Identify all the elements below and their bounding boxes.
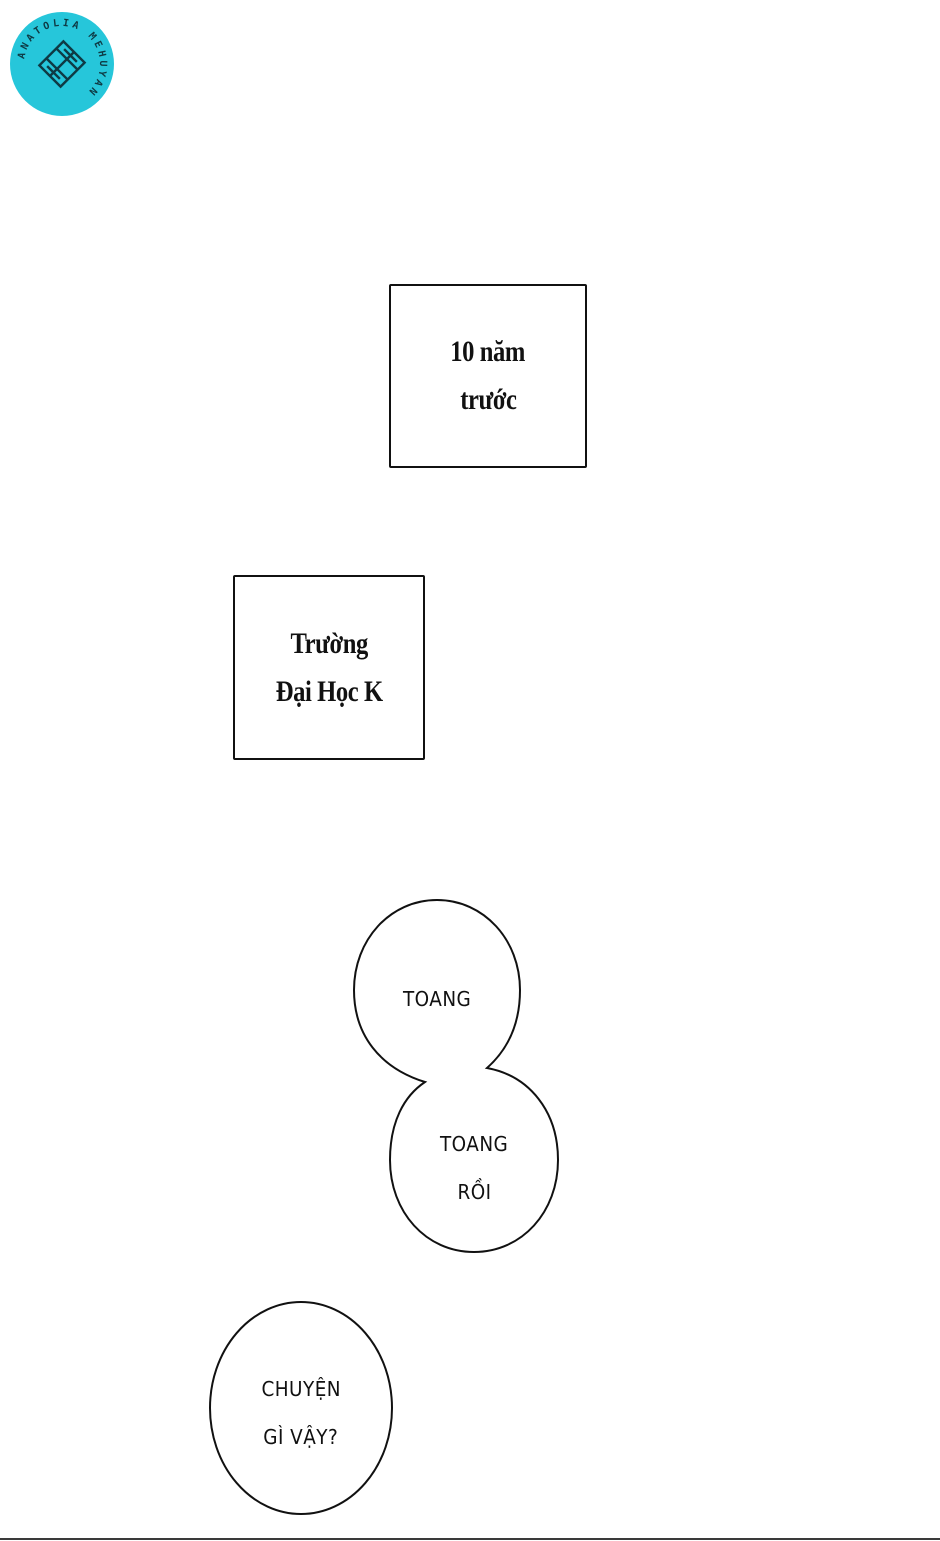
speech-bubble-text: TOANG [355, 975, 520, 1023]
bubble-text-line: RỒI [457, 1180, 492, 1204]
caption-text-line: Đại Học K [275, 674, 383, 708]
bubble-text-line: TOANG [403, 987, 472, 1011]
watermark-logo: ANATOLIA MEHUYAN [9, 11, 115, 117]
caption-box-time: 10 năm trước [389, 284, 587, 468]
speech-bubble-text: CHUYỆN GÌ VẬY? [210, 1365, 392, 1461]
caption-text-line: Trường [290, 626, 368, 660]
caption-text-line: trước [459, 383, 517, 416]
bubble-text-line: TOANG [440, 1132, 509, 1156]
caption-text-line: 10 năm [450, 335, 526, 368]
caption-box-location: Trường Đại Học K [233, 575, 425, 760]
bubble-text-line: GÌ VẬY? [263, 1425, 339, 1449]
bubble-text-line: CHUYỆN [261, 1377, 341, 1401]
speech-bubble-text: TOANG RỒI [392, 1120, 557, 1216]
scanlation-group-logo-icon: ANATOLIA MEHUYAN [10, 12, 114, 116]
panel-bottom-border [0, 1538, 940, 1540]
